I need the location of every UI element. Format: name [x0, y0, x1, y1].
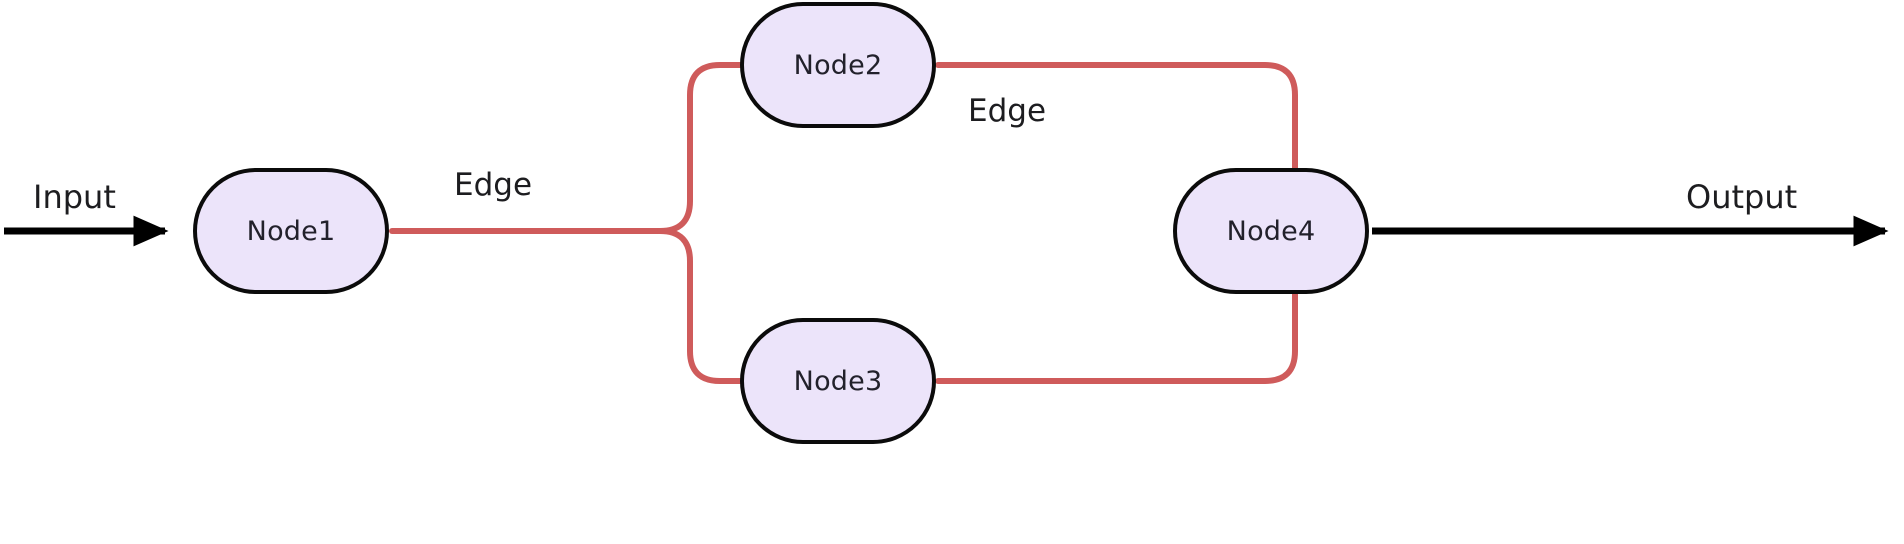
input-label: Input: [33, 178, 116, 216]
node-node4-label: Node4: [1226, 215, 1316, 247]
edge-split-to-node2: [657, 51, 859, 234]
edge-label-right: Edge: [968, 93, 1047, 129]
node-node1[interactable]: Node1: [193, 168, 389, 294]
output-label: Output: [1686, 178, 1798, 216]
node-node4[interactable]: Node4: [1173, 168, 1369, 294]
node-node3-label: Node3: [793, 365, 883, 397]
edge-label-left: Edge: [454, 167, 533, 203]
edge-split-to-node3: [657, 228, 859, 395]
node-node2[interactable]: Node2: [740, 2, 936, 128]
node-node2-label: Node2: [793, 49, 883, 81]
node-node1-label: Node1: [246, 215, 336, 247]
node-node3[interactable]: Node3: [740, 318, 936, 444]
